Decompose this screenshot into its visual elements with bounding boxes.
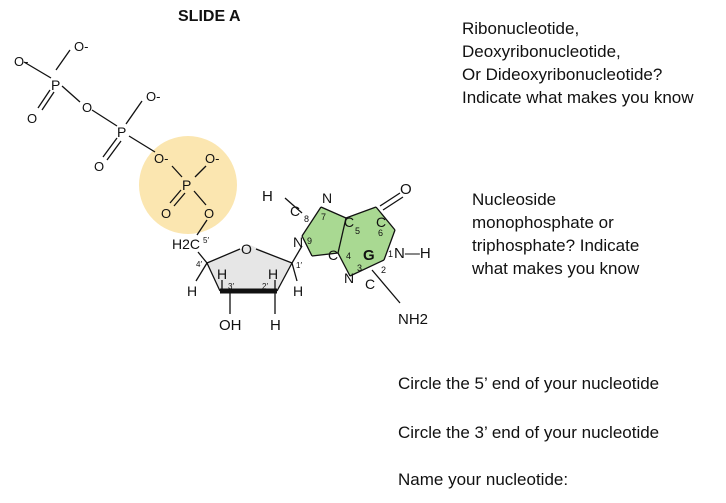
o-minus-label: O- [154, 151, 168, 166]
phosphate-2: O- P O [94, 89, 160, 174]
task-circle-3-end: Circle the 3’ end of your nucleotide [398, 423, 660, 442]
phosphate-3: O- O- P O O [154, 151, 219, 236]
ring-number: 6 [378, 228, 383, 238]
oxygen-label: O [161, 206, 171, 221]
c1-number: 1′ [296, 261, 302, 270]
question-phosphate-count: Nucleoside monophosphate or triphosphate… [472, 188, 639, 280]
hydrogen-label: H [217, 266, 227, 282]
carbon-label: C [328, 247, 338, 263]
nitrogen-label: N [344, 270, 354, 286]
question-nucleotide-type: Ribonucleotide, Deoxyribonucleotide, Or … [462, 17, 694, 109]
question-line: Ribonucleotide, [462, 19, 580, 38]
question-line: triphosphate? Indicate [472, 236, 640, 255]
o-minus-label: O- [74, 39, 88, 54]
bridge-oxygen-label: O [82, 100, 92, 115]
task-name-nucleotide: Name your nucleotide: [398, 470, 569, 489]
hydrogen-label: H [270, 317, 281, 334]
question-line: Or Dideoxyribonucleotide? [462, 65, 663, 84]
ring-number: 5 [355, 226, 360, 236]
task-circle-5-end: Circle the 5’ end of your nucleotide [398, 374, 660, 393]
base-letter: G [363, 247, 375, 264]
phosphorus-label: P [117, 124, 126, 140]
oxygen-label: O [94, 159, 104, 174]
question-line: what makes you know [472, 259, 640, 278]
sugar-ring-fill [207, 245, 292, 291]
ring-number: 7 [321, 212, 326, 222]
amino-label: NH2 [398, 311, 428, 328]
hydrogen-label: H [262, 188, 273, 205]
ring-number: 1 [388, 249, 393, 259]
hydrogen-label: H [293, 283, 303, 299]
hydroxyl-3-label: OH [219, 317, 242, 334]
question-line: Nucleoside [472, 190, 557, 209]
question-line: Indicate what makes you know [462, 88, 694, 107]
phosphate-highlight [139, 136, 237, 234]
c2-number: 2′ [262, 282, 268, 291]
hydrogen-label: H [187, 283, 197, 299]
oxygen-label: O [400, 181, 412, 198]
ring-number: 4 [346, 251, 351, 261]
carbon-label: C [376, 214, 386, 230]
ribose-sugar: H2C 5′ O 4′ 3′ 2′ 1′ H H H H OH H [172, 236, 303, 334]
phosphate-1: O- O- P O O [14, 39, 118, 127]
c5-number: 5′ [203, 236, 209, 245]
c5-label: H2C [172, 236, 200, 252]
oxygen-label: O [27, 111, 37, 126]
c3-number: 3′ [228, 282, 234, 291]
o-minus-label: O- [146, 89, 160, 104]
ring-oxygen-label: O [241, 241, 252, 257]
phosphorus-label: P [182, 177, 191, 193]
nitrogen-label: N [293, 234, 303, 250]
ring-number: 2 [381, 265, 386, 275]
ring-number: 8 [304, 214, 309, 224]
slide-title: SLIDE A [178, 8, 241, 25]
nitrogen-label: N [322, 190, 332, 206]
pyrimidine-ring-fill [338, 207, 395, 276]
question-line: Deoxyribonucleotide, [462, 42, 621, 61]
phosphorus-label: P [51, 77, 60, 93]
c4-number: 4′ [196, 260, 202, 269]
o-minus-label: O- [205, 151, 219, 166]
o-minus-label: O- [14, 54, 28, 69]
ester-oxygen-label: O [204, 206, 214, 221]
guanine-base: H C N N C C C O N C N—H NH2 G 8 7 9 5 6 … [262, 181, 431, 328]
carbon-label: C [344, 214, 354, 230]
carbon-label: C [365, 276, 375, 292]
ring-number: 9 [307, 236, 312, 246]
carbon-label: C [290, 203, 300, 219]
question-line: monophosphate or [472, 213, 614, 232]
ring-number: 3 [357, 263, 362, 273]
imino-label: N—H [394, 245, 431, 262]
hydrogen-label: H [268, 266, 278, 282]
